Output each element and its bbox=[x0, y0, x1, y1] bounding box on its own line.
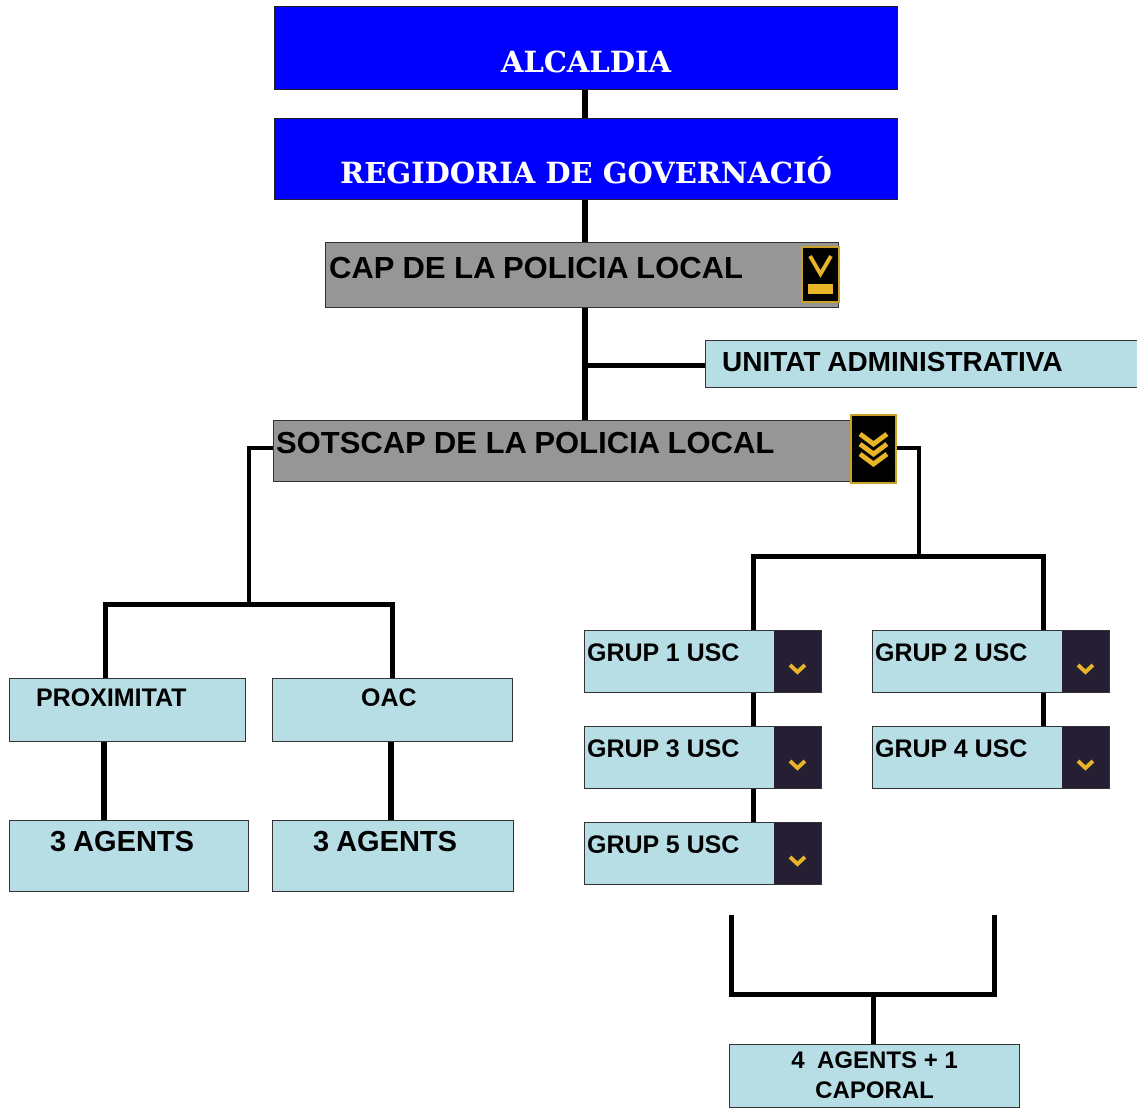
proximitat-box: PROXIMITAT bbox=[9, 678, 246, 742]
grup-1-usc-label: GRUP 1 USC bbox=[587, 639, 740, 667]
connector-right-bar bbox=[751, 554, 1046, 559]
connector-bracket-bottom bbox=[729, 992, 997, 997]
alcaldia-label: ALCALDIA bbox=[500, 45, 672, 79]
grup-2-usc-box: GRUP 2 USC bbox=[872, 630, 1110, 693]
connector-sotscap-left-h bbox=[247, 446, 273, 450]
connector-grup2-grup4 bbox=[1041, 692, 1046, 727]
oac-box: OAC bbox=[272, 678, 513, 742]
proximitat-agents-box: 3 AGENTS bbox=[9, 820, 249, 892]
connector-proximitat-down bbox=[103, 602, 108, 678]
regidoria-label: REGIDORIA DE GOVERNACIÓ bbox=[340, 156, 832, 190]
proximitat-label: PROXIMITAT bbox=[36, 684, 187, 712]
group-staff-label: 4 AGENTS + 1 CAPORAL bbox=[791, 1047, 965, 1104]
sotscap-box: SOTSCAP DE LA POLICIA LOCAL bbox=[273, 420, 897, 482]
connector-bracket-right bbox=[992, 915, 997, 997]
grup-4-usc-box: GRUP 4 USC bbox=[872, 726, 1110, 789]
connector-oac-agents bbox=[388, 741, 394, 820]
group-staff-box: 4 AGENTS + 1 CAPORAL bbox=[729, 1044, 1020, 1108]
connector-oac-down bbox=[390, 602, 395, 678]
cap-box: CAP DE LA POLICIA LOCAL bbox=[325, 242, 839, 308]
oac-agents-box: 3 AGENTS bbox=[272, 820, 514, 892]
rank-insignia-icon bbox=[801, 246, 840, 303]
oac-agents-label: 3 AGENTS bbox=[313, 826, 457, 858]
grup-1-usc-box: GRUP 1 USC bbox=[584, 630, 822, 693]
connector-grup2-down bbox=[1041, 554, 1046, 630]
regidoria-box: REGIDORIA DE GOVERNACIÓ bbox=[274, 118, 898, 200]
rank-insignia-icon bbox=[850, 414, 897, 484]
grup-3-usc-label: GRUP 3 USC bbox=[587, 735, 740, 763]
connector-bracket-down bbox=[871, 992, 876, 1044]
connector-unitat-administrativa bbox=[588, 363, 706, 368]
connector-bracket-left bbox=[729, 915, 734, 997]
oac-label: OAC bbox=[361, 684, 417, 712]
chevron-down-icon bbox=[774, 727, 821, 788]
connector-sotscap-right-h bbox=[896, 446, 920, 450]
grup-3-usc-box: GRUP 3 USC bbox=[584, 726, 822, 789]
connector-regidoria-cap bbox=[582, 200, 588, 242]
grup-5-usc-box: GRUP 5 USC bbox=[584, 822, 822, 885]
unitat-administrativa-box: UNITAT ADMINISTRATIVA bbox=[705, 340, 1137, 388]
chevron-down-icon bbox=[774, 631, 821, 692]
connector-left-bar bbox=[103, 602, 395, 607]
proximitat-agents-label: 3 AGENTS bbox=[50, 826, 194, 858]
chevron-down-icon bbox=[1062, 727, 1109, 788]
connector-cap-sotscap bbox=[582, 307, 588, 420]
grup-4-usc-label: GRUP 4 USC bbox=[875, 735, 1028, 763]
unitat-administrativa-label: UNITAT ADMINISTRATIVA bbox=[722, 346, 1063, 377]
connector-grup1-grup3 bbox=[751, 692, 756, 727]
grup-2-usc-label: GRUP 2 USC bbox=[875, 639, 1028, 667]
connector-grup1-down bbox=[751, 554, 756, 630]
connector-alcaldia-regidoria bbox=[582, 90, 588, 120]
cap-label: CAP DE LA POLICIA LOCAL bbox=[329, 250, 743, 285]
connector-sotscap-left-v bbox=[247, 446, 251, 606]
connector-grup3-grup5 bbox=[751, 788, 756, 823]
sotscap-label: SOTSCAP DE LA POLICIA LOCAL bbox=[276, 425, 775, 460]
chevron-down-icon bbox=[774, 823, 821, 884]
grup-5-usc-label: GRUP 5 USC bbox=[587, 831, 740, 859]
chevron-down-icon bbox=[1062, 631, 1109, 692]
connector-sotscap-right-v bbox=[917, 446, 921, 557]
alcaldia-box: ALCALDIA bbox=[274, 6, 898, 90]
connector-proximitat-agents bbox=[101, 741, 107, 820]
